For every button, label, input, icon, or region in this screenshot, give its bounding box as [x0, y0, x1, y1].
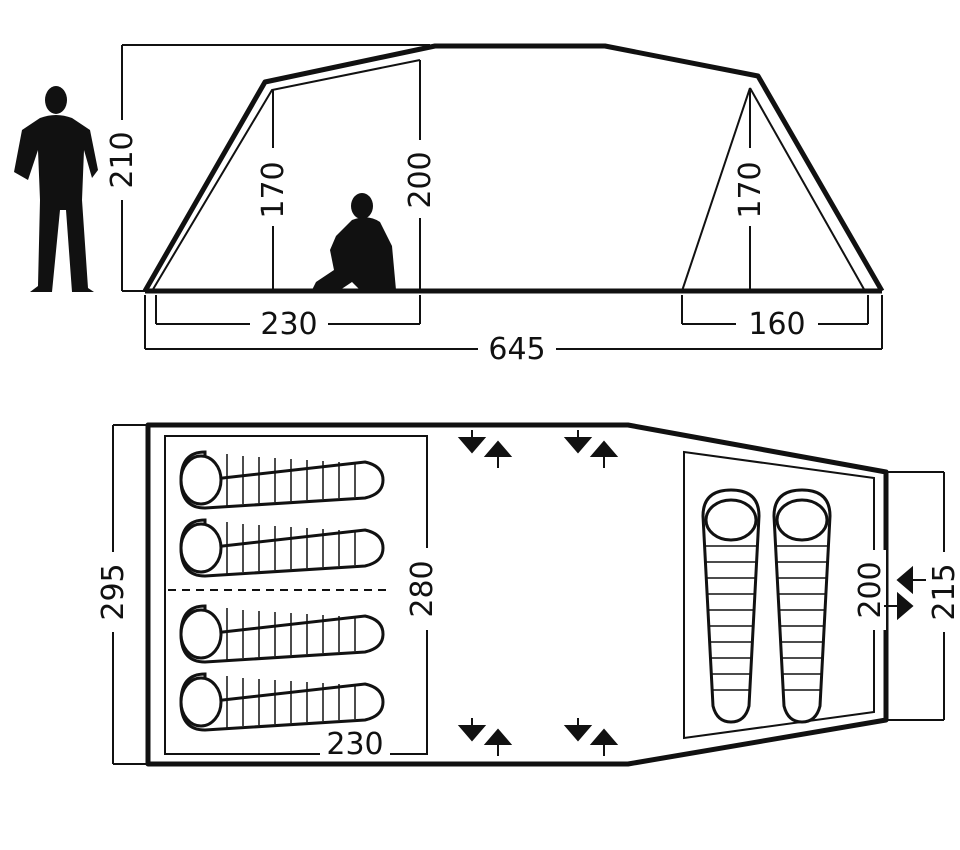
- label-width-right-end: 215: [927, 563, 960, 620]
- side-door-arrow-icon: [884, 565, 926, 621]
- label-height-total: 210: [105, 131, 140, 188]
- floor-plan: 295 280 230 200: [96, 422, 960, 767]
- dimension-length-right-cabin: [681, 295, 869, 325]
- dimension-length-left-cabin: [155, 295, 421, 325]
- label-length-total: 645: [488, 332, 545, 367]
- label-length-right-cabin: 160: [748, 307, 805, 342]
- right-inner-cabin: [683, 450, 875, 740]
- dimension-width-right-end: [886, 471, 945, 721]
- sleeping-bag-icon: [701, 488, 761, 724]
- label-width-right-cabin: 200: [853, 561, 888, 618]
- label-height-inner-right: 170: [733, 161, 768, 218]
- label-height-door: 200: [403, 151, 438, 208]
- label-width-total: 295: [96, 563, 131, 620]
- dimension-height-total: [121, 44, 430, 292]
- sitting-person-icon: [312, 193, 396, 290]
- label-width-left-cabin: 280: [405, 560, 440, 617]
- side-view: 210 170 200 170: [14, 43, 885, 367]
- label-height-inner-left: 170: [256, 161, 291, 218]
- dimension-width-total: [112, 424, 148, 765]
- sleeping-bag-icon: [772, 488, 832, 724]
- label-length-left-cabin: 230: [260, 307, 317, 342]
- label-length-left-cabin-floor: 230: [326, 727, 383, 762]
- standing-person-icon: [14, 86, 98, 292]
- dimension-length-total: [144, 295, 883, 350]
